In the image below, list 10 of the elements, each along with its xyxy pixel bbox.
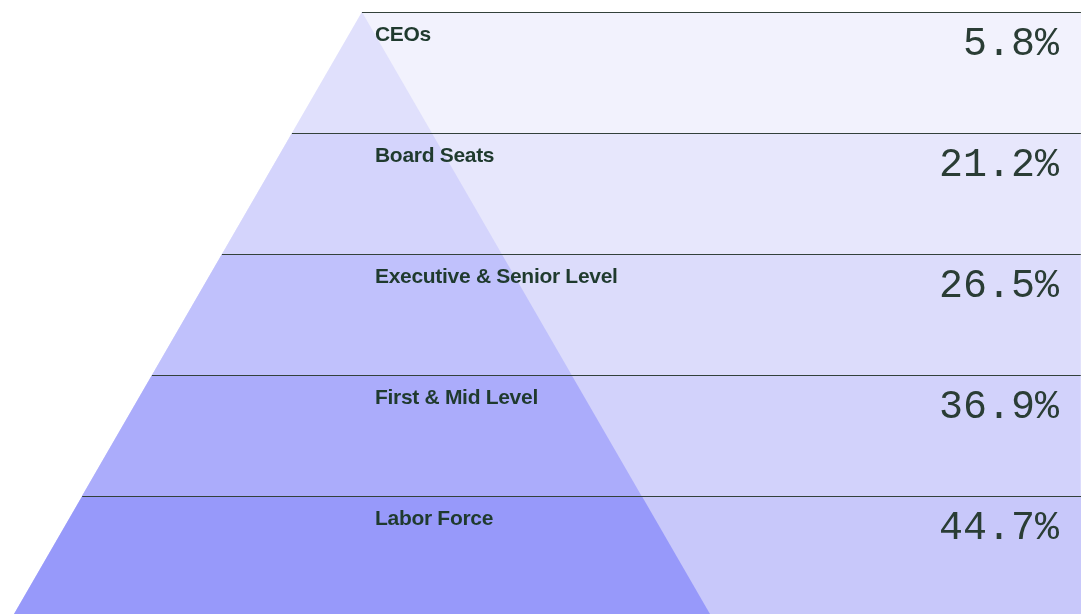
percentage-value: 36.9% <box>938 385 1059 430</box>
level-label: CEOs <box>375 22 431 46</box>
percentage-value: 26.5% <box>938 264 1059 309</box>
percentage-value: 21.2% <box>938 143 1059 188</box>
percentage-value: 5.8% <box>962 22 1059 67</box>
level-label: Labor Force <box>375 506 494 530</box>
level-label: Board Seats <box>375 143 495 167</box>
level-label: First & Mid Level <box>375 385 538 409</box>
level-label: Executive & Senior Level <box>375 264 618 288</box>
percentage-value: 44.7% <box>938 506 1059 551</box>
